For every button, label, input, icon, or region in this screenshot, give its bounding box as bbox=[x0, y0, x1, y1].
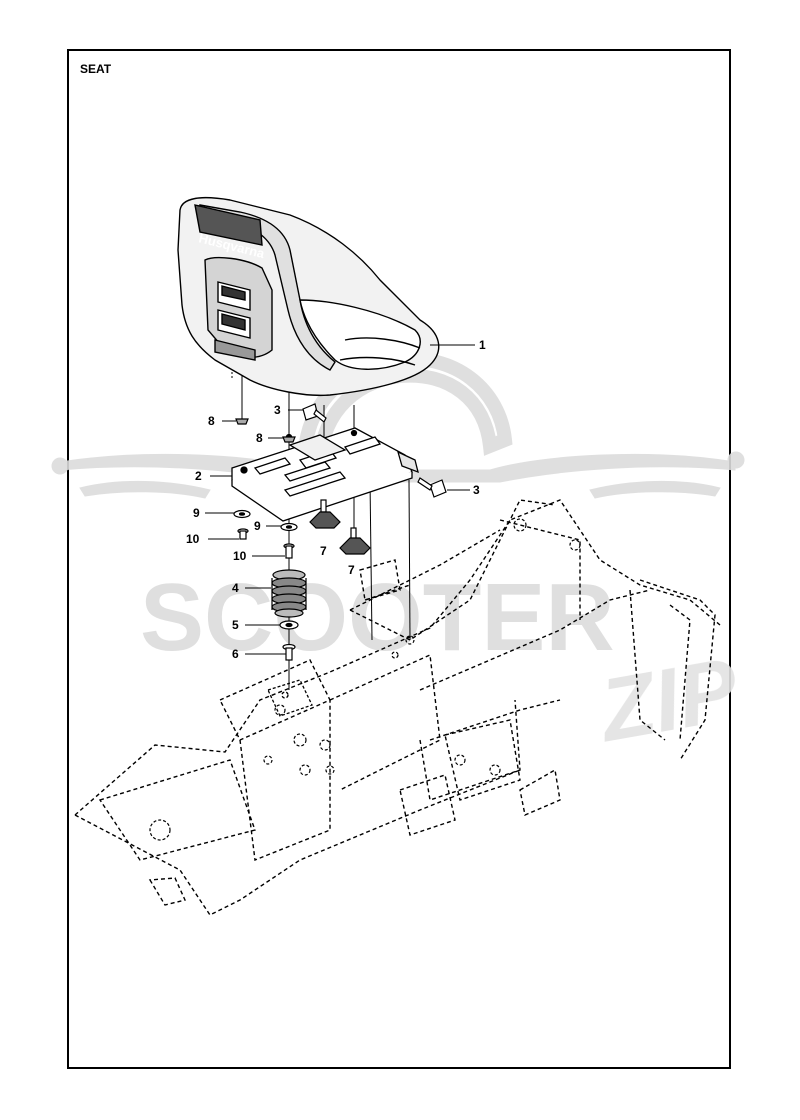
seat-plate-part-2 bbox=[231, 427, 419, 522]
callout-10-right: 10 bbox=[233, 549, 247, 563]
callout-labels: 1 2 3 3 4 5 6 7 7 8 8 9 9 10 10 bbox=[186, 338, 486, 661]
callout-7-right: 7 bbox=[348, 563, 355, 577]
bolt-part-3-upper bbox=[302, 403, 327, 423]
knob-part-7-right bbox=[339, 527, 371, 555]
callout-7-left: 7 bbox=[320, 544, 327, 558]
bolt-part-6 bbox=[282, 643, 296, 661]
knob-part-7-left bbox=[309, 499, 341, 529]
callout-6: 6 bbox=[232, 647, 239, 661]
nut-part-8-left bbox=[235, 418, 249, 425]
seat-part-1: Husqvarna bbox=[177, 197, 440, 397]
watermark-brand-text: SCOOTER bbox=[140, 564, 615, 671]
nut-part-8-right bbox=[282, 436, 296, 443]
spring-part-4 bbox=[271, 569, 307, 618]
callout-9-right: 9 bbox=[254, 519, 261, 533]
diagram-frame bbox=[67, 49, 731, 1069]
watermark-suffix-text: ZIP bbox=[590, 639, 745, 761]
callout-8-left: 8 bbox=[208, 414, 215, 428]
callout-3-lower: 3 bbox=[473, 483, 480, 497]
callout-3-upper: 3 bbox=[274, 403, 281, 417]
washer-part-5 bbox=[279, 620, 299, 630]
page-title: SEAT bbox=[80, 62, 112, 76]
callout-2: 2 bbox=[195, 469, 202, 483]
callout-4: 4 bbox=[232, 581, 239, 595]
bolt-part-3-lower bbox=[417, 477, 447, 498]
bushing-part-10-right bbox=[283, 543, 295, 559]
mower-frame-chassis bbox=[74, 499, 721, 916]
callout-8-right: 8 bbox=[256, 431, 263, 445]
callout-10-left: 10 bbox=[186, 532, 200, 546]
callout-5: 5 bbox=[232, 618, 239, 632]
callout-9-left: 9 bbox=[193, 506, 200, 520]
washer-part-9-right bbox=[280, 522, 298, 532]
callout-1: 1 bbox=[479, 338, 486, 352]
washer-part-9-left bbox=[233, 509, 251, 519]
bushing-part-10-left bbox=[237, 528, 249, 540]
callout-leaders bbox=[205, 344, 475, 655]
watermark: SCOOTER ZIP bbox=[51, 351, 745, 761]
